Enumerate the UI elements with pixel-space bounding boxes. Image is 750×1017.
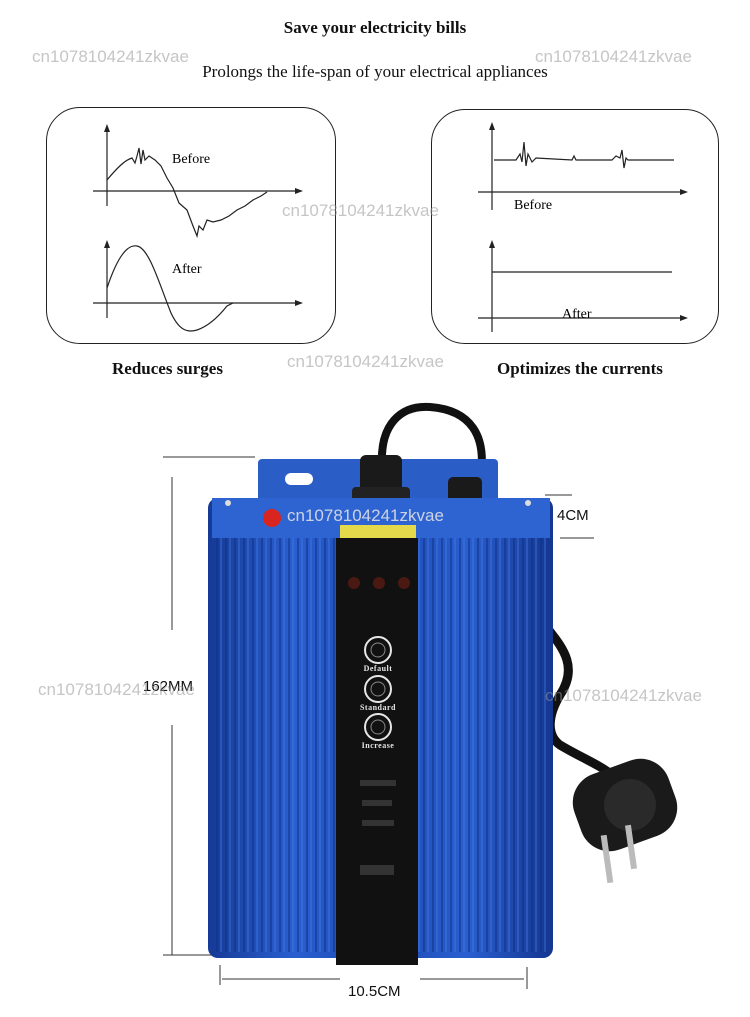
default-button[interactable] — [364, 636, 392, 664]
watermark-2: cn1078104241zkvae — [535, 47, 692, 66]
watermark-5: cn1078104241zkvae — [287, 506, 444, 525]
standard-button-label: Standard — [360, 703, 396, 712]
led-indicator-2 — [373, 577, 385, 589]
width-dimension-label: 10.5CM — [348, 983, 401, 1000]
current-caption: Optimizes the currents — [497, 359, 663, 378]
front-panel — [336, 538, 418, 965]
increase-button-label: Increase — [362, 741, 395, 750]
power-plug — [572, 758, 678, 884]
surge-caption: Reduces surges — [112, 359, 223, 378]
surge-before-label: Before — [172, 152, 210, 167]
watermark-3: cn1078104241zkvae — [282, 201, 439, 220]
watermark-1: cn1078104241zkvae — [32, 47, 189, 66]
page-subtitle: Prolongs the life-span of your electrica… — [202, 62, 548, 81]
power-button[interactable] — [263, 509, 281, 527]
surge-after-label: After — [172, 262, 202, 277]
depth-dimension-label: 4CM — [557, 507, 589, 524]
standard-button[interactable] — [364, 675, 392, 703]
current-after-label: After — [562, 307, 592, 322]
led-indicator-1 — [348, 577, 360, 589]
led-indicator-3 — [398, 577, 410, 589]
surge-graph-panel: Before After — [46, 107, 336, 344]
default-button-label: Default — [364, 664, 393, 673]
watermark-7: cn1078104241zkvae — [545, 686, 702, 705]
product-image: Default Standard Increase — [163, 402, 678, 989]
watermark-6: cn1078104241zkvae — [38, 680, 195, 699]
current-graph-panel: Before After — [431, 109, 719, 344]
page-title: Save your electricity bills — [283, 18, 467, 37]
height-dimension-label: 162MM — [143, 678, 194, 695]
surge-graph: Before After — [93, 124, 303, 332]
increase-button[interactable] — [364, 713, 392, 741]
watermark-4: cn1078104241zkvae — [287, 352, 444, 371]
current-before-label: Before — [514, 198, 552, 213]
current-graph: Before After — [478, 122, 688, 332]
